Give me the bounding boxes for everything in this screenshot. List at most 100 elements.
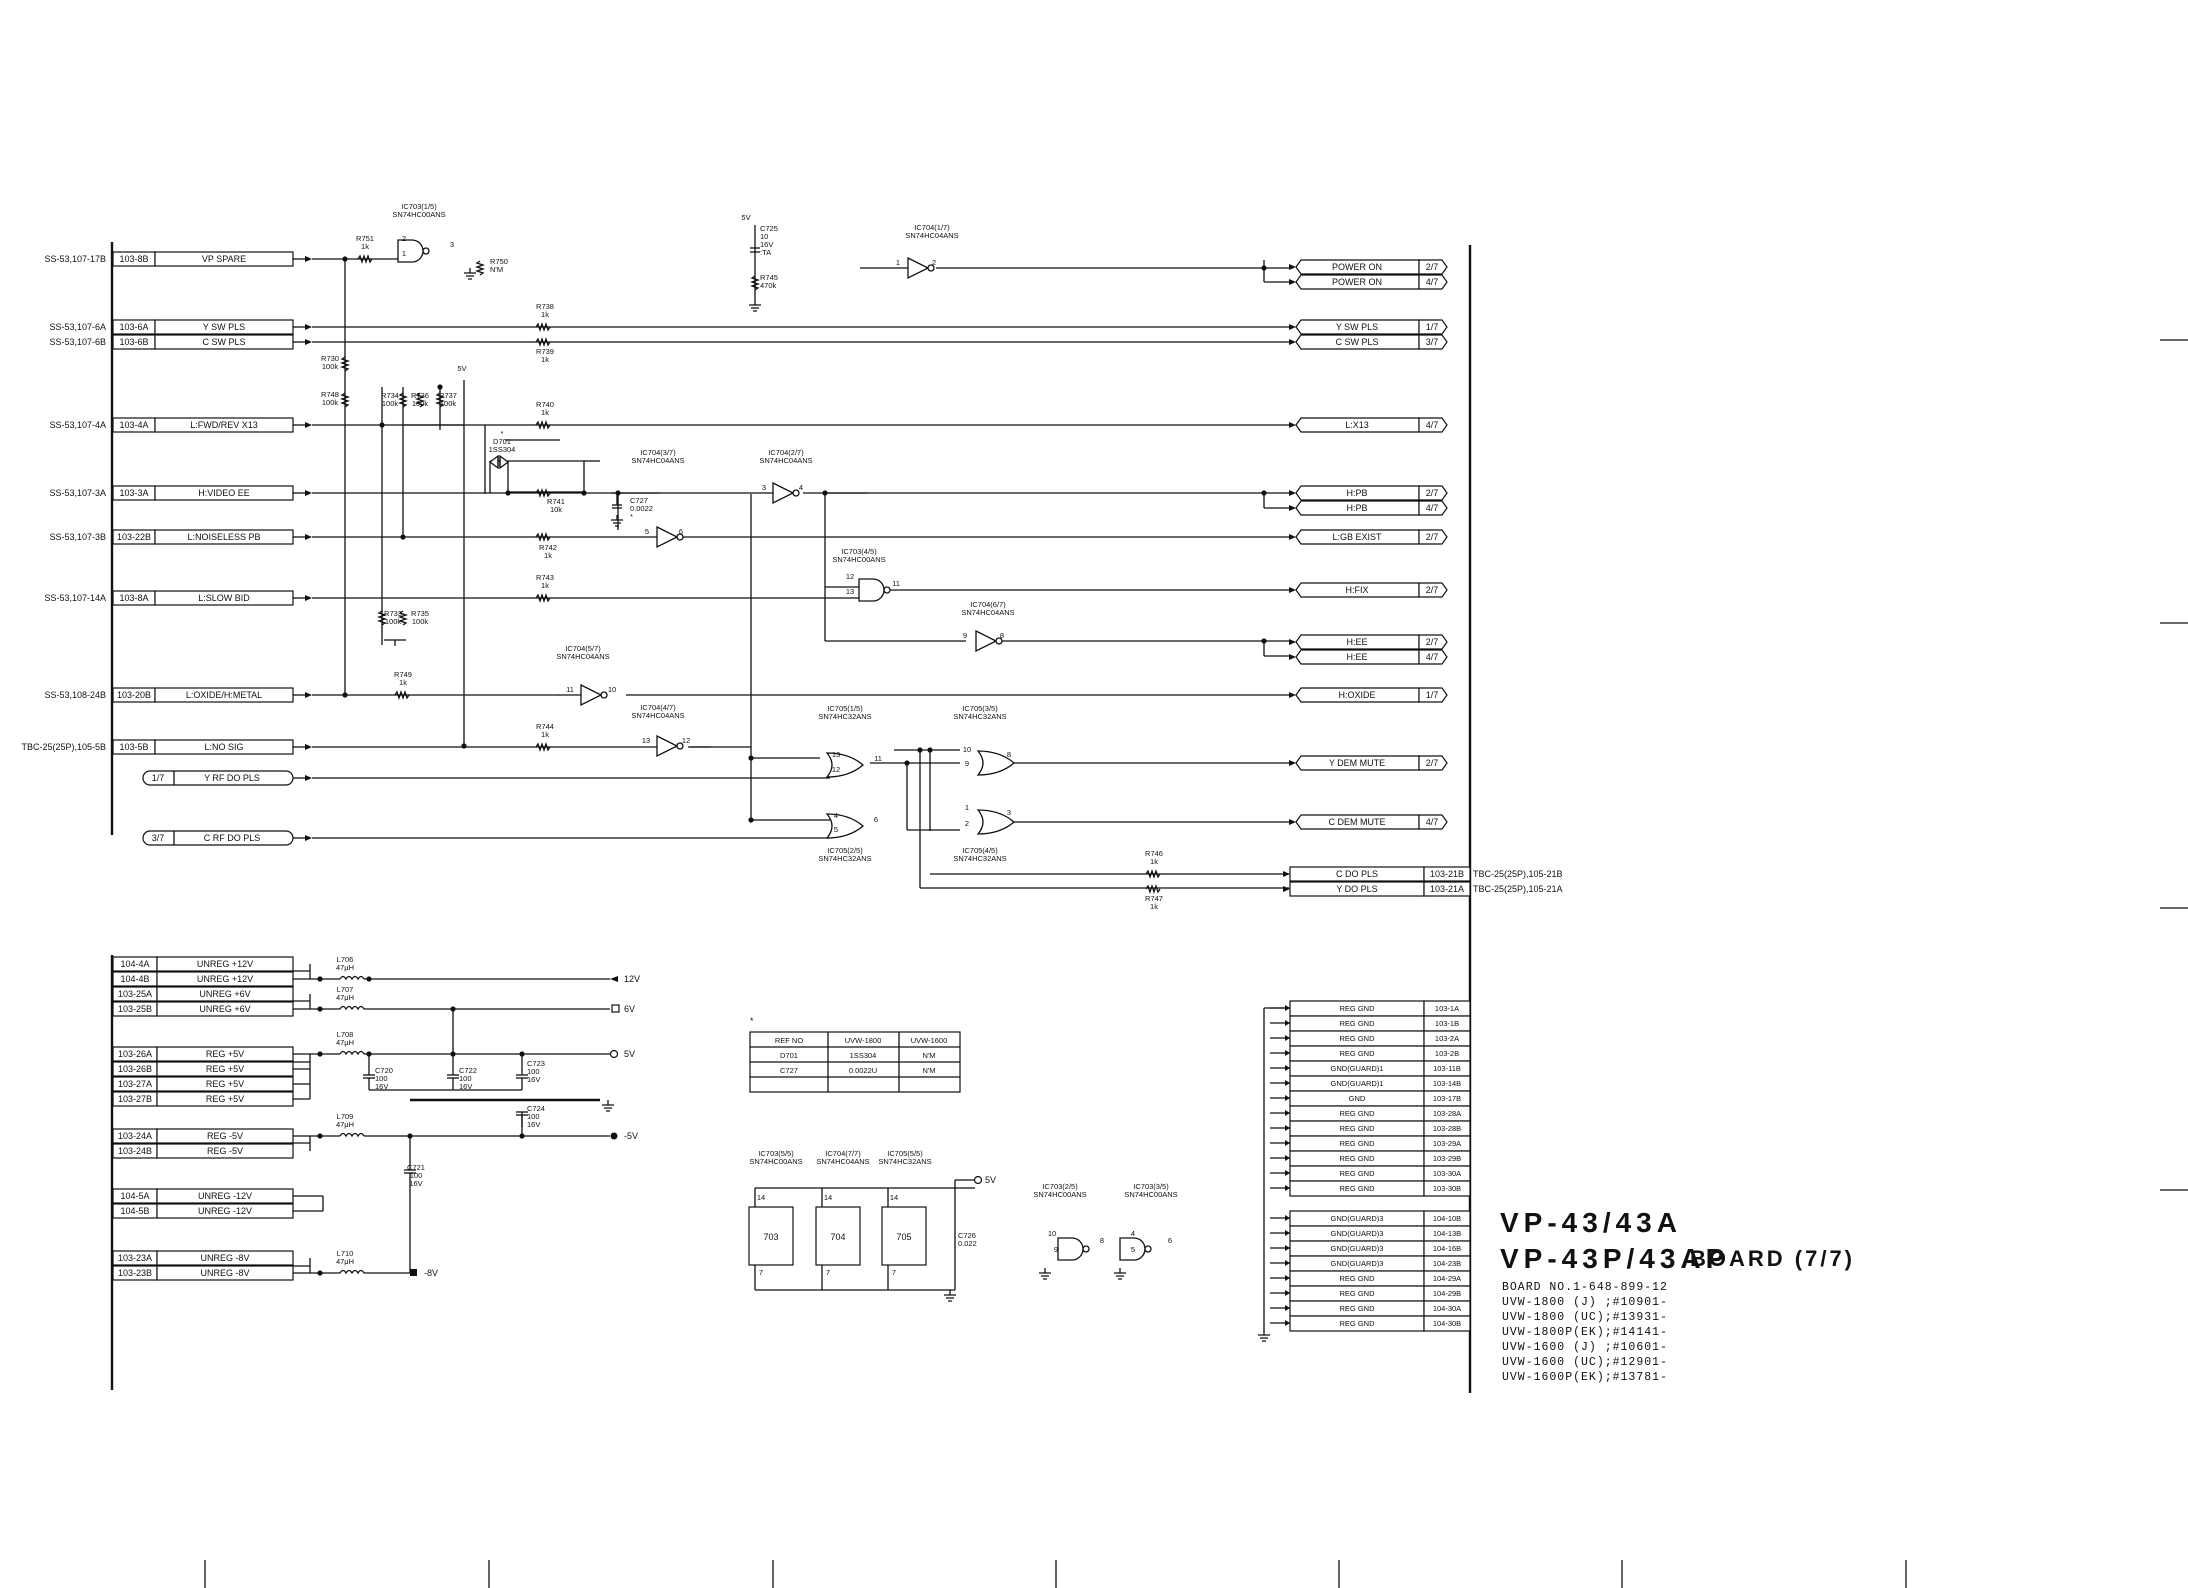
gnd-list2-name-label: REG GND	[1339, 1289, 1375, 1298]
undefined: IC704(4/7)	[640, 703, 676, 712]
output-name-label: Y DEM MUTE	[1329, 758, 1385, 768]
gnd-list1-pin-label: 103-14B	[1433, 1079, 1461, 1088]
signal-name-label: L:NOISELESS PB	[187, 532, 260, 542]
ground-symbol	[1039, 1272, 1051, 1280]
gnd-arrow	[1285, 1050, 1290, 1056]
output-page-box	[1418, 814, 1448, 830]
gnd-list1-pin-label: 103-28B	[1433, 1124, 1461, 1133]
gnd-arrow	[1285, 1185, 1290, 1191]
undefined: R751	[356, 234, 374, 243]
gnd-list1-name-label: GND(GUARD)1	[1331, 1079, 1384, 1088]
power-name-box	[156, 1143, 294, 1159]
input-source-label: SS-53,107-6B	[49, 337, 106, 347]
ic-package-box	[881, 1206, 927, 1266]
pin-number: 5	[1131, 1245, 1135, 1254]
signal-arrow	[305, 835, 312, 841]
output-name-label: H:OXIDE	[1338, 690, 1375, 700]
gnd-list2-pin-box	[1423, 1315, 1471, 1332]
output-page-box	[1418, 319, 1448, 335]
junction-dot	[822, 490, 828, 496]
component-label: 16V	[760, 240, 773, 249]
undefined: SN74HC00ANS	[1033, 1190, 1086, 1199]
output-page-box	[1418, 417, 1448, 433]
signal-arrow	[305, 256, 312, 262]
output-name-label: C SW PLS	[1335, 337, 1378, 347]
undefined: 47μH	[336, 993, 354, 1002]
power-name-label: UNREG -12V	[198, 1191, 252, 1201]
pin-number: 9	[1054, 1245, 1058, 1254]
inductor-symbol	[339, 1050, 365, 1056]
undefined: R740	[536, 400, 554, 409]
component-label: 16V	[527, 1075, 540, 1084]
gnd-list1-pin-label: 103-2B	[1435, 1049, 1459, 1058]
gnd-list1-name-label: REG GND	[1339, 1109, 1375, 1118]
ref-table-cell: N'M	[922, 1051, 935, 1060]
gnd-arrow	[1285, 1020, 1290, 1026]
rail-terminal	[973, 1175, 983, 1185]
power-pin-label: 103-24A	[118, 1131, 152, 1141]
ground-symbol	[944, 1294, 956, 1302]
ground-symbol	[464, 272, 476, 280]
or-gate	[825, 813, 864, 839]
output-page-label: 4/7	[1426, 420, 1439, 430]
component-label: 16V	[459, 1082, 472, 1091]
gnd-arrow	[1285, 1230, 1290, 1236]
rail-arrow	[610, 976, 618, 982]
ground-symbol	[1258, 1334, 1270, 1342]
undefined: IC703(2/5)	[1042, 1182, 1078, 1191]
gnd-arrow	[1285, 1245, 1290, 1251]
pin-number: 14	[890, 1193, 898, 1202]
or-gate	[976, 809, 1015, 835]
signal-arrow	[1289, 422, 1296, 428]
undefined: R743	[536, 573, 554, 582]
connector-pin-label: 103-5B	[119, 742, 148, 752]
undefined: 100k	[382, 399, 399, 408]
signal-name-label: L:OXIDE/H:METAL	[186, 690, 262, 700]
connector-pin-label: 103-8B	[119, 254, 148, 264]
undefined: 1SS304	[489, 445, 516, 454]
component-label: R750	[490, 257, 508, 266]
pin-number: 12	[832, 765, 840, 774]
input-source-label: SS-53,107-3A	[49, 488, 106, 498]
undefined: R741	[547, 497, 565, 506]
resistor-symbol	[394, 689, 410, 701]
junction-dot	[317, 1270, 323, 1276]
component-label: C721	[407, 1163, 425, 1172]
connector-pin-label: 103-4A	[119, 420, 148, 430]
output-page-box	[1418, 634, 1448, 650]
signal-arrow	[1289, 490, 1296, 496]
undefined: 1k	[361, 242, 369, 251]
undefined: R742	[539, 543, 557, 552]
inverter-bubble	[600, 691, 608, 699]
undefined: IC705(2/5)	[827, 846, 863, 855]
rail-label: 5V	[624, 1049, 635, 1059]
signal-arrow	[305, 692, 312, 698]
undefined: L706	[337, 955, 354, 964]
undefined: SN74HC00ANS	[392, 210, 445, 219]
undefined: SN74HC00ANS	[1124, 1190, 1177, 1199]
input-source-label: SS-53,107-3B	[49, 532, 106, 542]
gnd-list2-name-label: GND(GUARD)3	[1331, 1214, 1384, 1223]
power-pin-label: 103-25B	[118, 1004, 152, 1014]
inductor-symbol	[339, 1269, 365, 1275]
gnd-list1-pin-label: 103-30A	[1433, 1169, 1461, 1178]
undefined: 47μH	[336, 1120, 354, 1129]
gnd-list2-name-label: REG GND	[1339, 1274, 1375, 1283]
undefined: SN74HC04ANS	[759, 456, 812, 465]
board-info-line: BOARD NO.1-648-899-12	[1502, 1281, 1668, 1294]
gnd-list2-pin-label: 104-29A	[1433, 1274, 1461, 1283]
pin-number: 10	[963, 745, 971, 754]
junction-dot	[317, 1006, 323, 1012]
output-page-label: 4/7	[1426, 277, 1439, 287]
inverter-bubble	[792, 489, 800, 497]
resistor-symbol	[535, 487, 551, 499]
title-line1: VP-43/43A	[1500, 1207, 1682, 1238]
signal-arrow	[305, 339, 312, 345]
ref-table-cell: 1SS304	[850, 1051, 877, 1060]
power-name-label: UNREG +12V	[197, 959, 253, 969]
component-label: C724	[527, 1104, 545, 1113]
output-name-label: H:FIX	[1345, 585, 1368, 595]
input-source-label: SS-53,107-17B	[44, 254, 106, 264]
power-pin-label: 104-5A	[120, 1191, 149, 1201]
gnd-list2-name-label: REG GND	[1339, 1304, 1375, 1313]
